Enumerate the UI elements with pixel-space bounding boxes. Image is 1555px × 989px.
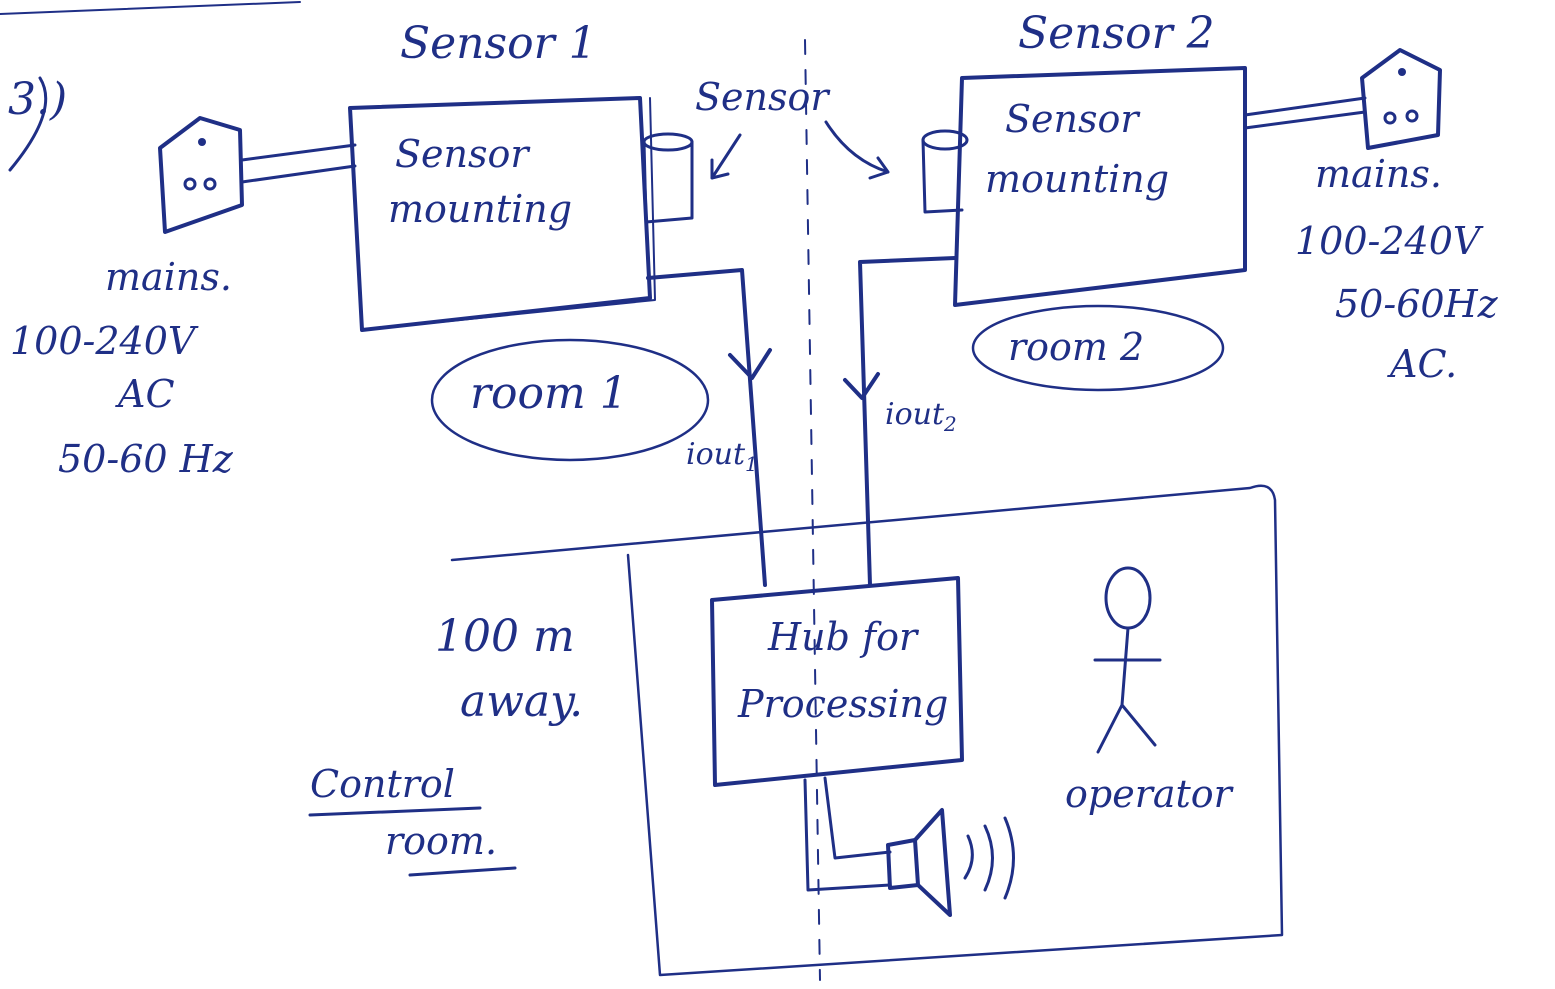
mains-cable-right [1243, 96, 1367, 130]
question-number: 3.) [8, 74, 68, 125]
mains-socket-left-icon [158, 116, 244, 234]
control-room-boundary [450, 484, 1284, 977]
iout1-wire [646, 268, 767, 587]
iout2-sub: 2 [944, 412, 957, 436]
sensor2-probe-icon [921, 129, 969, 214]
mains-right-type: AC. [1390, 342, 1458, 386]
sensor1-box-line1: Sensor [395, 132, 529, 176]
iout2-arrow [843, 372, 880, 400]
control-underline-2 [408, 866, 517, 877]
iout1-arrow [728, 348, 772, 380]
sensor2-box-line1: Sensor [1005, 97, 1139, 141]
speaker-icon [886, 808, 1015, 917]
mains-left-voltage: 100-240V [10, 319, 196, 363]
iout1-label: iout1 [686, 437, 758, 476]
sensor1-title: Sensor 1 [400, 18, 597, 69]
iout1-sub: 1 [745, 452, 758, 476]
top-edge-line [0, 1, 301, 15]
room1-label: room 1 [470, 368, 628, 419]
iout1-text: iout [686, 437, 746, 472]
sensor-pointer-arrow-left [710, 133, 742, 180]
question-bracket [8, 76, 48, 172]
sensor2-title: Sensor 2 [1018, 8, 1215, 59]
mains-right-freq: 50-60Hz [1335, 282, 1498, 326]
operator-figure-icon [1093, 566, 1162, 754]
hub-line1: Hub for [768, 615, 918, 659]
mains-left-freq: 50-60 Hz [58, 437, 233, 481]
control-room-line1: Control [310, 762, 455, 806]
iout2-text: iout [885, 397, 945, 432]
operator-label: operator [1065, 772, 1232, 816]
sensor2-mounting-box [953, 66, 1247, 307]
mains-right-label: mains. [1315, 152, 1442, 196]
speaker-wire [803, 776, 892, 892]
sensor-pointer-arrow-right [824, 120, 890, 180]
sensor1-probe-icon [642, 132, 694, 224]
mains-right-voltage: 100-240V [1295, 219, 1481, 263]
iout2-label: iout2 [885, 397, 957, 436]
sensor1-box-line2: mounting [388, 187, 573, 231]
hub-line2: Processing [738, 682, 949, 726]
distance-line1: 100 m [435, 611, 575, 662]
room1-ellipse [430, 338, 710, 462]
sensor-pointer-label: Sensor [695, 75, 829, 119]
distance-line2: away. [460, 676, 584, 727]
sensor2-box-line2: mounting [985, 157, 1170, 201]
control-underline-1 [308, 806, 482, 817]
room2-ellipse [971, 304, 1225, 392]
mains-left-type: AC [118, 372, 175, 416]
mains-left-label: mains. [105, 255, 232, 299]
sensor1-mounting-box [348, 96, 656, 332]
center-divider [804, 39, 821, 981]
mains-socket-right-icon [1360, 48, 1442, 150]
mains-cable-left [240, 143, 357, 184]
room2-label: room 2 [1008, 325, 1145, 369]
control-room-line2: room. [385, 819, 498, 863]
iout2-wire [858, 256, 957, 587]
hub-box [710, 576, 964, 787]
